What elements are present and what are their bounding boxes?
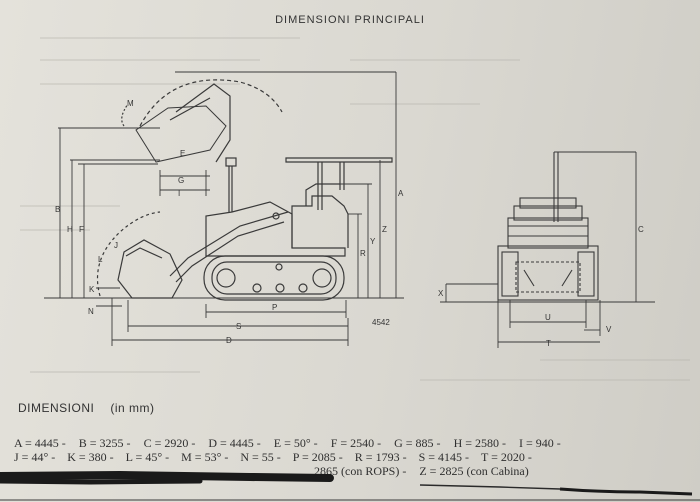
dim-h: H = 2580 - [453, 436, 506, 450]
dimensions-list: A = 4445 - B = 3255 - C = 2920 - D = 4445 -… [14, 436, 698, 478]
dim-b: B = 3255 - [78, 436, 131, 450]
label-g: G [178, 176, 184, 185]
label-t: T [546, 339, 551, 348]
dimension-drawing: M E G I B H F A Z Y R J K N P S D L 4542… [44, 71, 655, 348]
dim-k: K = 380 - [67, 450, 114, 464]
label-d: D [226, 336, 232, 345]
dim-e: E = 50° - [273, 436, 318, 450]
label-m: M [127, 99, 134, 108]
dim-n: N = 55 - [240, 450, 281, 464]
front-view-labels: C X U V T [438, 225, 644, 348]
dim-a: A = 4445 - [14, 436, 66, 450]
dim-m: M = 53° - [181, 450, 229, 464]
side-view-loader [96, 79, 393, 301]
label-c: C [638, 225, 644, 234]
dim-d: D = 4445 - [208, 436, 261, 450]
dim-y-rops: 2865 (con ROPS) - [314, 464, 407, 478]
label-b: B [55, 205, 60, 214]
label-s: S [236, 322, 241, 331]
label-n: N [88, 307, 94, 316]
label-z: Z [382, 225, 387, 234]
dimensions-heading: DIMENSIONI (in mm) [18, 401, 155, 415]
dim-r: R = 1793 - [354, 450, 407, 464]
side-view-labels: M E G I B H F A Z Y R J K N P S D L 4542 [55, 99, 404, 345]
label-i: I [178, 189, 180, 198]
label-a: A [398, 189, 404, 198]
label-u: U [545, 313, 551, 322]
dimensions-line-2: J = 44° - K = 380 - L = 45° - M = 53° - N = … [14, 450, 698, 464]
dimensions-line-3: 2865 (con ROPS) - Z = 2825 (con Cabina) [14, 464, 698, 478]
dim-s: S = 4145 - [418, 450, 470, 464]
label-l: L [98, 255, 103, 264]
page-title: DIMENSIONI PRINCIPALI [275, 14, 425, 26]
dim-i: I = 940 - [519, 436, 561, 450]
side-view-dimension-lines [58, 71, 397, 346]
label-h: H [67, 225, 73, 234]
label-v: V [606, 325, 612, 334]
front-view-loader [497, 151, 636, 301]
dim-l: L = 45° - [125, 450, 170, 464]
label-y: Y [370, 237, 376, 246]
dim-f: F = 2540 - [330, 436, 382, 450]
dimensions-line-1: A = 4445 - B = 3255 - C = 2920 - D = 4445 -… [14, 436, 698, 450]
label-r: R [360, 249, 366, 258]
label-e: E [180, 149, 185, 158]
figure-number: 4542 [372, 318, 390, 327]
front-view-dimension-lines [445, 152, 637, 348]
dim-c: C = 2920 - [143, 436, 196, 450]
dim-z-cabina: Z = 2825 (con Cabina) [419, 464, 529, 478]
label-x: X [438, 289, 444, 298]
dim-t: T = 2020 - [481, 450, 532, 464]
dim-p: P = 2085 - [292, 450, 343, 464]
unit-label: (in mm) [110, 401, 155, 415]
label-k: K [89, 285, 95, 294]
dim-g: G = 885 - [394, 436, 441, 450]
dimensions-heading-label: DIMENSIONI [18, 401, 95, 415]
label-f: F [79, 225, 84, 234]
label-j: J [114, 241, 118, 250]
label-p: P [272, 303, 277, 312]
dim-j: J = 44° - [14, 450, 56, 464]
